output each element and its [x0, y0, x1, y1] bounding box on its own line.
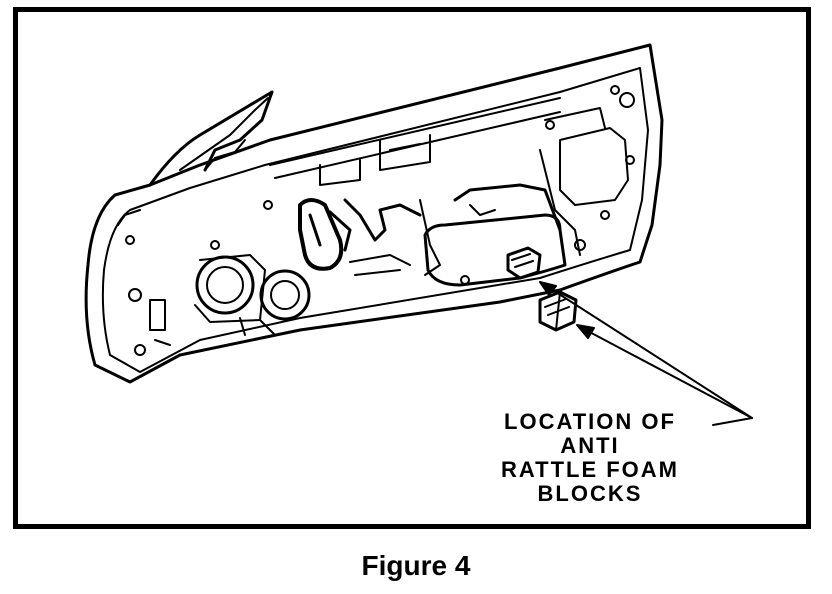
- window-frame: [148, 90, 274, 187]
- foam-block-callout: LOCATION OF ANTI RATTLE FOAM BLOCKS: [470, 410, 710, 506]
- door-outer-panel: [84, 43, 664, 384]
- leader-line-upper: [544, 284, 753, 419]
- upper-channel: [269, 97, 561, 179]
- callout-line-2: ANTI: [560, 433, 620, 458]
- lower-cutout: [423, 213, 567, 287]
- latch-housing: [559, 127, 629, 206]
- callout-line-4: BLOCKS: [537, 481, 643, 506]
- door-inner-edge: [101, 67, 649, 373]
- callout-line-1: LOCATION OF: [504, 409, 676, 434]
- arrowhead-upper: [539, 281, 557, 296]
- leader-line-lower: [581, 327, 753, 419]
- regulator-assembly: [298, 198, 344, 271]
- figure-frame: [13, 7, 811, 529]
- speaker: [195, 255, 255, 315]
- figure-caption: Figure 4: [361, 550, 471, 581]
- callout-line-3: RATTLE FOAM: [500, 457, 679, 482]
- arrowhead-lower: [576, 324, 595, 339]
